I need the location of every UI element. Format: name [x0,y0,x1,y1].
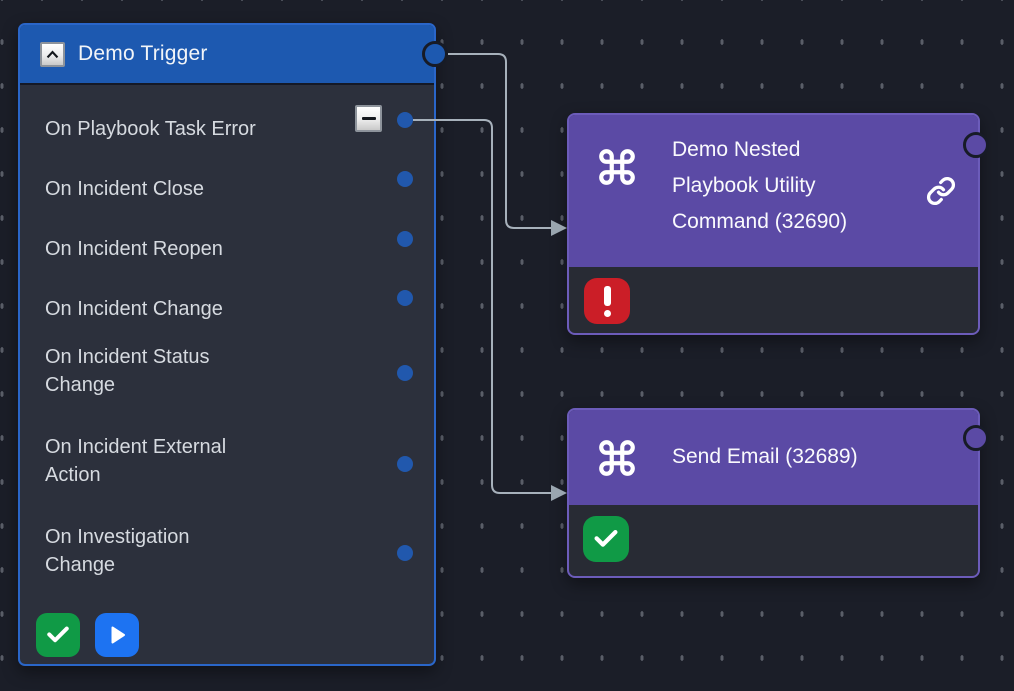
node-send-email[interactable]: Send Email (32689) [567,408,989,578]
link-icon[interactable] [926,176,956,211]
command-icon [596,437,638,484]
node-header[interactable] [569,115,978,267]
trigger-node[interactable]: Demo Trigger On Playbook Task Error On I… [18,23,448,666]
node-title: Demo Nested Playbook Utility Command (32… [672,138,848,233]
remove-output-button[interactable] [355,105,382,132]
edge-trigger-to-nested-command [448,53,551,229]
trigger-output-port[interactable] [422,41,448,67]
output-port-investigation-change[interactable] [397,545,413,561]
play-icon [111,626,125,644]
node-demo-nested-playbook-command[interactable]: Demo Nested Playbook Utility Command (32… [567,113,989,335]
node-output-port[interactable] [963,425,989,451]
check-icon [594,530,618,547]
trigger-header[interactable]: Demo Trigger [20,25,434,85]
run-trigger-button[interactable] [95,613,139,657]
trigger-output-label: On Incident External Action [45,436,227,486]
arrowhead-icon [551,220,567,236]
node-title: Send Email (32689) [672,445,858,468]
command-icon [596,146,638,193]
trigger-output-label: On Incident Close [45,178,204,200]
trigger-output-label: On Incident Status Change [45,346,210,396]
node-header[interactable] [569,410,978,505]
output-port-incident-reopen[interactable] [397,231,413,247]
output-port-playbook-task-error[interactable] [397,112,413,128]
error-status-badge[interactable] [584,278,630,324]
chevron-up-icon [46,49,59,58]
trigger-output-label: On Investigation Change [45,526,190,576]
collapse-button[interactable] [40,41,65,67]
success-status-badge[interactable] [583,516,629,562]
trigger-status-success-button[interactable] [36,613,80,657]
output-port-incident-status-change[interactable] [397,365,413,381]
output-port-incident-change[interactable] [397,290,413,306]
check-icon [47,626,69,643]
trigger-output-label: On Playbook Task Error [45,118,256,140]
trigger-output-label: On Incident Reopen [45,238,223,260]
trigger-title: Demo Trigger [78,42,208,65]
trigger-output-label: On Incident Change [45,298,223,320]
minus-icon [361,117,376,120]
exclamation-dot [603,309,611,317]
arrowhead-icon [551,485,567,501]
node-output-port[interactable] [963,132,989,158]
output-port-incident-close[interactable] [397,171,413,187]
exclamation-icon [603,285,611,306]
output-port-incident-external-action[interactable] [397,456,413,472]
